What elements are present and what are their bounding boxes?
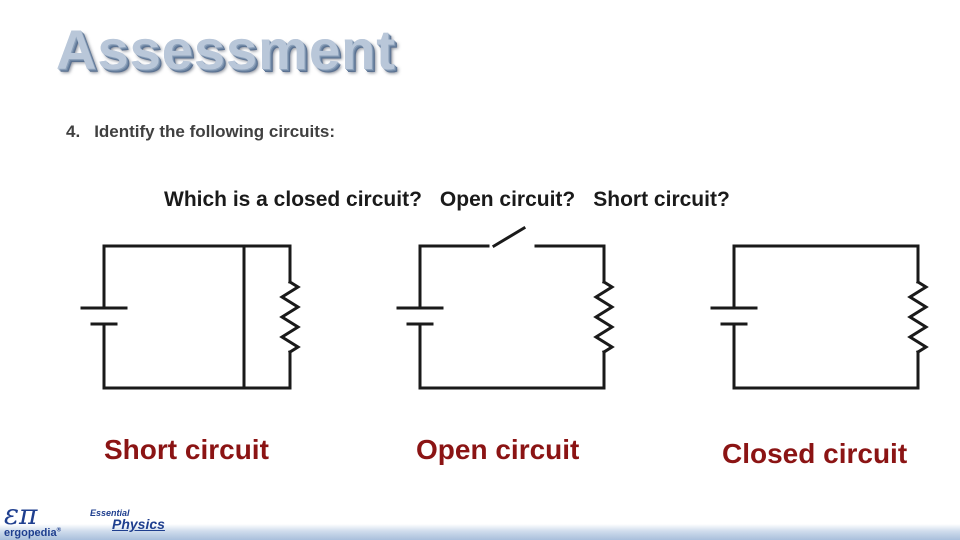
slide-title: Assessment	[56, 14, 396, 86]
sub-question-open: Open circuit?	[439, 188, 576, 211]
sub-question: Which is a closed circuit? Open circuit?…	[164, 188, 730, 212]
question: 4. Identify the following circuits:	[66, 122, 335, 142]
battery-icon	[396, 306, 444, 326]
ergopedia-brand: ergopedia	[4, 527, 57, 539]
product-name-main: Physics	[112, 516, 165, 532]
resistor-icon	[907, 279, 929, 355]
closed-circuit-diagram	[710, 244, 929, 390]
ergopedia-wordmark: ergopedia®	[4, 527, 61, 539]
footer-band	[0, 524, 960, 540]
resistor-icon	[593, 279, 615, 355]
question-text: Identify the following circuits:	[94, 122, 336, 141]
resistor-icon	[279, 279, 301, 355]
sub-question-short: Short circuit?	[593, 188, 730, 211]
answer-short-circuit: Short circuit	[104, 434, 269, 465]
battery-icon	[80, 306, 128, 326]
product-name-top: Essential	[90, 508, 130, 518]
battery-icon	[710, 306, 758, 326]
question-number: 4.	[66, 122, 81, 141]
ergopedia-logo-icon: επ	[4, 498, 38, 531]
footer: επ ergopedia® Essential Physics	[0, 500, 960, 540]
open-circuit-diagram	[396, 225, 615, 390]
answer-closed-circuit: Closed circuit	[722, 438, 908, 469]
sub-question-closed: Which is a closed circuit?	[164, 188, 422, 211]
registered-mark: ®	[56, 527, 61, 534]
answer-open-circuit: Open circuit	[416, 434, 580, 465]
switch-icon	[491, 225, 527, 249]
short-circuit-diagram	[80, 244, 301, 390]
